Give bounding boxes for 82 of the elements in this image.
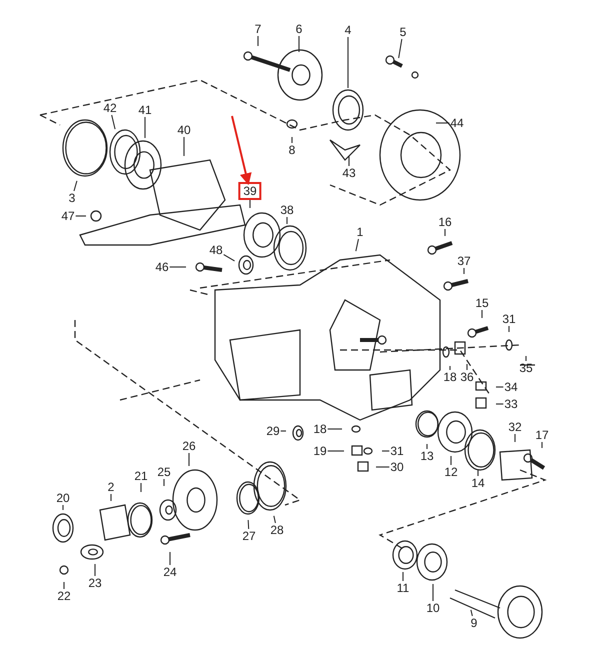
leader-line <box>140 482 142 492</box>
callout-number: 30 <box>389 460 405 474</box>
leader-line <box>188 452 190 466</box>
callout-number: 11 <box>396 581 410 595</box>
callout-number: 44 <box>449 116 465 130</box>
callout-number: 36 <box>459 370 475 384</box>
leader-line <box>273 515 276 524</box>
callout-number: 22 <box>56 589 72 603</box>
callout-number: 33 <box>503 397 519 411</box>
leader-line <box>470 609 473 616</box>
callout-number: 46 <box>154 260 170 274</box>
callout-number: 15 <box>474 296 490 310</box>
leader-line <box>74 180 78 192</box>
leader-line <box>280 430 286 432</box>
leader-line <box>169 266 186 268</box>
leader-line <box>327 428 342 430</box>
leader-line <box>111 114 116 130</box>
callout-number: 2 <box>106 480 116 494</box>
callout-number: 40 <box>176 123 192 137</box>
callout-number: 24 <box>162 565 178 579</box>
callout-number: 25 <box>156 465 172 479</box>
leader-line <box>144 116 146 138</box>
callout-number: 27 <box>241 529 257 543</box>
callout-number: 31 <box>501 312 517 326</box>
leader-line <box>94 564 96 576</box>
leader-line <box>508 326 510 332</box>
leader-line <box>466 364 468 370</box>
leader-line <box>436 122 450 124</box>
callout-number: 18 <box>442 370 458 384</box>
callout-number: 47 <box>60 209 76 223</box>
leader-line <box>327 450 344 452</box>
leader-line <box>248 520 250 530</box>
callout-number: 12 <box>443 465 459 479</box>
leader-line <box>355 238 359 252</box>
callout-number: 19 <box>312 444 328 458</box>
callout-number: 3 <box>68 191 76 205</box>
callout-number: 20 <box>55 491 71 505</box>
callout-number: 38 <box>279 203 295 217</box>
leader-line <box>450 456 452 466</box>
callout-number: 9 <box>470 616 478 630</box>
callout-number: 34 <box>503 380 519 394</box>
callout-number: 17 <box>534 428 550 442</box>
callout-number: 6 <box>294 22 304 36</box>
leader-line <box>444 228 446 236</box>
callout-number: 18 <box>312 422 328 436</box>
leader-line <box>348 156 350 166</box>
leader-line <box>223 254 236 262</box>
callout-number: 26 <box>181 439 197 453</box>
callout-number: 41 <box>137 103 153 117</box>
leader-line <box>402 572 404 582</box>
leader-line <box>426 444 428 450</box>
callout-number: 10 <box>425 601 441 615</box>
callout-number: 13 <box>419 449 435 463</box>
callout-number: 16 <box>437 215 453 229</box>
callout-number: 31 <box>389 444 405 458</box>
callout-number: 37 <box>456 254 472 268</box>
leader-line <box>286 216 288 224</box>
leader-line <box>382 450 390 452</box>
callout-number: 1 <box>356 225 364 239</box>
callout-number: 23 <box>87 576 103 590</box>
arrow <box>231 116 252 186</box>
leader-line <box>62 504 64 510</box>
callout-number: 39 <box>238 182 262 200</box>
leader-line <box>432 584 434 602</box>
leader-line <box>376 466 390 468</box>
callout-number: 7 <box>254 22 262 36</box>
callout-number: 48 <box>208 243 224 257</box>
callout-number: 29 <box>265 424 281 438</box>
callout-number: 21 <box>133 469 149 483</box>
leader-line <box>398 38 402 59</box>
leader-line <box>514 434 516 442</box>
callout-number: 14 <box>470 476 486 490</box>
callout-number: 5 <box>398 25 408 39</box>
leader-line <box>110 494 112 502</box>
leader-line <box>496 386 504 388</box>
callout-number: 42 <box>102 101 118 115</box>
leader-line <box>298 36 300 52</box>
callout-number: 4 <box>344 23 352 37</box>
callout-number: 8 <box>288 143 296 157</box>
callout-number: 43 <box>341 166 357 180</box>
callout-number: 28 <box>269 523 285 537</box>
callout-number: 32 <box>507 420 523 434</box>
